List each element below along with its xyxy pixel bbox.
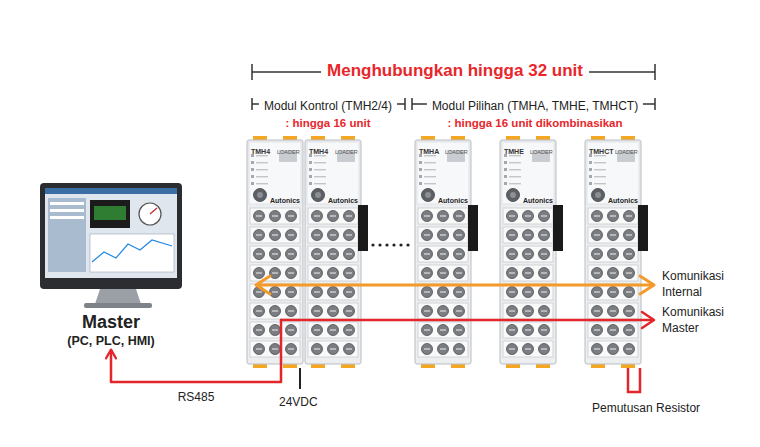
model-name: TMH4 (251, 148, 270, 155)
rs485-connector (111, 350, 281, 382)
text-holder: Autonics (438, 189, 468, 207)
power-label: 24VDC (279, 394, 318, 410)
model-name: TMH4 (309, 148, 328, 155)
module-illustration (585, 136, 641, 368)
master-bus-arrow (281, 312, 654, 368)
text-holder: TMHA (419, 140, 439, 158)
module-illustration (247, 136, 303, 368)
internal-bus-arrow (256, 276, 654, 294)
model-name: TMHE (504, 148, 524, 155)
group-heading: Modul Pilihan (TMHA, TMHE, TMHCT) (427, 98, 643, 114)
label-holder: : hingga 16 unit (286, 113, 371, 132)
node-subtitle: (PC, PLC, HMI) (67, 334, 155, 349)
model-name: TMHCT (589, 148, 614, 155)
controller-module: TMH4 LOADER Autonics (305, 136, 361, 368)
text-holder: LOADER (530, 140, 553, 158)
node-title: Master (82, 312, 140, 334)
text-holder: TMH4 (309, 140, 328, 158)
resistor-symbol (628, 368, 640, 392)
brand-label: Autonics (438, 197, 468, 204)
master-station: Master(PC, PLC, HMI) (40, 180, 182, 349)
label-holder: Modul Pilihan (TMHA, TMHE, TMHCT) (427, 96, 643, 114)
power-wire (299, 368, 301, 389)
group-limit: : hingga 16 unit dikombinasikan (447, 116, 622, 132)
module-illustration (500, 136, 556, 368)
text-holder: TMH4 (251, 140, 270, 158)
module-illustration (415, 136, 471, 368)
model-name: TMHA (419, 148, 439, 155)
text-holder: TMHCT (589, 140, 614, 158)
label-holder: : hingga 16 unit dikombinasikan (447, 113, 622, 132)
text-holder: Autonics (328, 189, 358, 207)
port-label: LOADER (530, 150, 553, 156)
label-holder: Komunikasi Internal (662, 268, 747, 300)
brand-label: Autonics (523, 197, 553, 204)
brand-label: Autonics (328, 197, 358, 204)
label-holder: RS485 (175, 387, 218, 405)
continuation-dots (371, 243, 409, 246)
protocol-label: RS485 (175, 390, 218, 404)
monitor-illustration (40, 183, 182, 308)
brand-label: Autonics (270, 197, 300, 204)
controller-module: TMHE LOADER Autonics (500, 136, 556, 368)
controller-module: TMHCTLOADER Autonics (585, 136, 641, 368)
label-holder: 24VDC (279, 392, 318, 410)
port-label: LOADER (445, 150, 468, 156)
label-holder: Komunikasi Master (662, 304, 747, 336)
title: Menghubungkan hingga 32 unit (321, 61, 589, 81)
controller-module: TMH4 LOADER Autonics (247, 136, 303, 368)
port-label: LOADER (615, 150, 638, 156)
text-holder: LOADER (335, 140, 358, 158)
text-holder: Autonics (608, 189, 638, 207)
signal-name: Komunikasi Internal (662, 268, 747, 300)
side-connector (358, 205, 648, 251)
group-limit: : hingga 16 unit (286, 116, 371, 132)
signal-name: Komunikasi Master (662, 304, 747, 336)
text-holder: LOADER (615, 140, 638, 158)
resistor-label: Pemutusan Resistor (592, 400, 700, 416)
label-holder: Pemutusan Resistor (592, 398, 700, 416)
module-illustration (305, 136, 361, 368)
text-holder: LOADER (277, 140, 300, 158)
label-holder: Modul Kontrol (TMH2/4) (259, 96, 397, 114)
text-holder: Autonics (523, 189, 553, 207)
text-holder: TMHE (504, 140, 524, 158)
port-label: LOADER (335, 150, 358, 156)
port-label: LOADER (277, 150, 300, 156)
brand-label: Autonics (608, 197, 638, 204)
group-heading: Modul Kontrol (TMH2/4) (259, 98, 397, 114)
text-holder: LOADER (445, 140, 468, 158)
controller-module: TMHA LOADER Autonics (415, 136, 471, 368)
title-holder: Menghubungkan hingga 32 unit (321, 61, 589, 81)
text-holder: Autonics (270, 189, 300, 207)
